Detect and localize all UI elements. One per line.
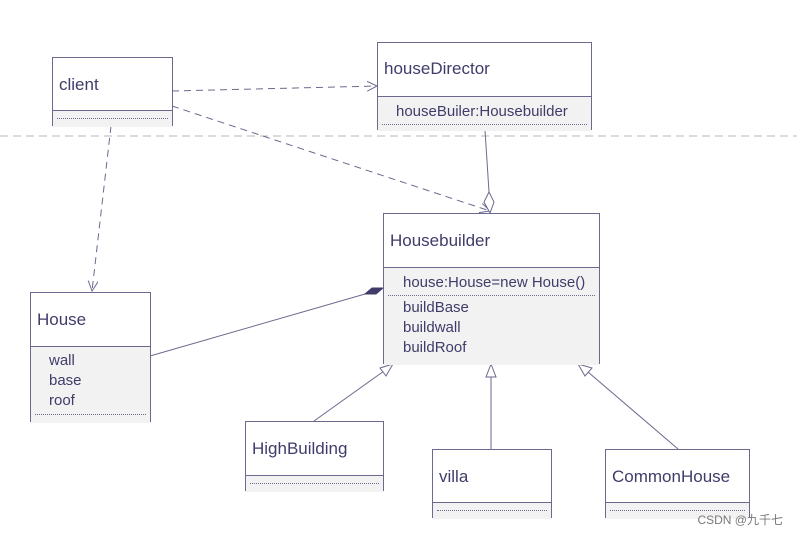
- operation: buildwall: [403, 319, 461, 336]
- operation: buildRoof: [403, 339, 467, 356]
- class-attribute-section: houseBuiler:Housebuilder: [378, 96, 591, 131]
- watermark: CSDN @九千七: [697, 513, 783, 527]
- class-common-house: CommonHouse: [605, 449, 750, 519]
- dependency-client-to-house: [92, 125, 112, 291]
- attribute: roof: [49, 392, 75, 409]
- class-housebuilder: Housebuilder house:House=new House() bui…: [383, 213, 600, 365]
- class-high-building: HighBuilding: [245, 421, 384, 492]
- class-attribute-section: wall base roof: [31, 346, 150, 423]
- class-attribute-section: [606, 502, 749, 519]
- generalization-highbuilding-line: [313, 370, 385, 422]
- class-name: House: [37, 310, 87, 329]
- attribute: base: [49, 372, 82, 389]
- dependency-client-to-director: [171, 86, 377, 91]
- generalization-commonhouse-arrowhead: [576, 363, 593, 377]
- attribute: houseBuiler:Housebuilder: [396, 103, 568, 120]
- generalization-villa-arrowhead: [485, 362, 497, 378]
- class-attribute-section: house:House=new House() buildBase buildw…: [384, 267, 599, 365]
- aggregation-line: [484, 129, 490, 193]
- dependency-client-to-housebuilder: [171, 105, 490, 211]
- class-name: villa: [439, 467, 469, 486]
- class-name: CommonHouse: [612, 467, 731, 486]
- generalization-highbuilding-arrowhead: [379, 363, 395, 377]
- composition-line: [149, 291, 373, 357]
- attribute: house:House=new House(): [403, 274, 586, 291]
- operation: buildBase: [403, 299, 469, 316]
- class-attribute-section: [246, 475, 383, 492]
- class-name: Housebuilder: [390, 231, 491, 250]
- class-house: House wall base roof: [30, 292, 151, 423]
- composition-diamond: [363, 287, 385, 295]
- class-name: houseDirector: [384, 59, 490, 78]
- class-client: client: [52, 57, 173, 127]
- class-name: HighBuilding: [252, 439, 348, 458]
- attribute: wall: [49, 352, 75, 369]
- class-name: client: [59, 75, 99, 94]
- class-attribute-section: [53, 110, 172, 127]
- class-house-director: houseDirector houseBuiler:Housebuilder: [377, 42, 592, 131]
- class-villa: villa: [432, 449, 552, 519]
- class-attribute-section: [433, 502, 551, 519]
- generalization-commonhouse-line: [587, 371, 679, 450]
